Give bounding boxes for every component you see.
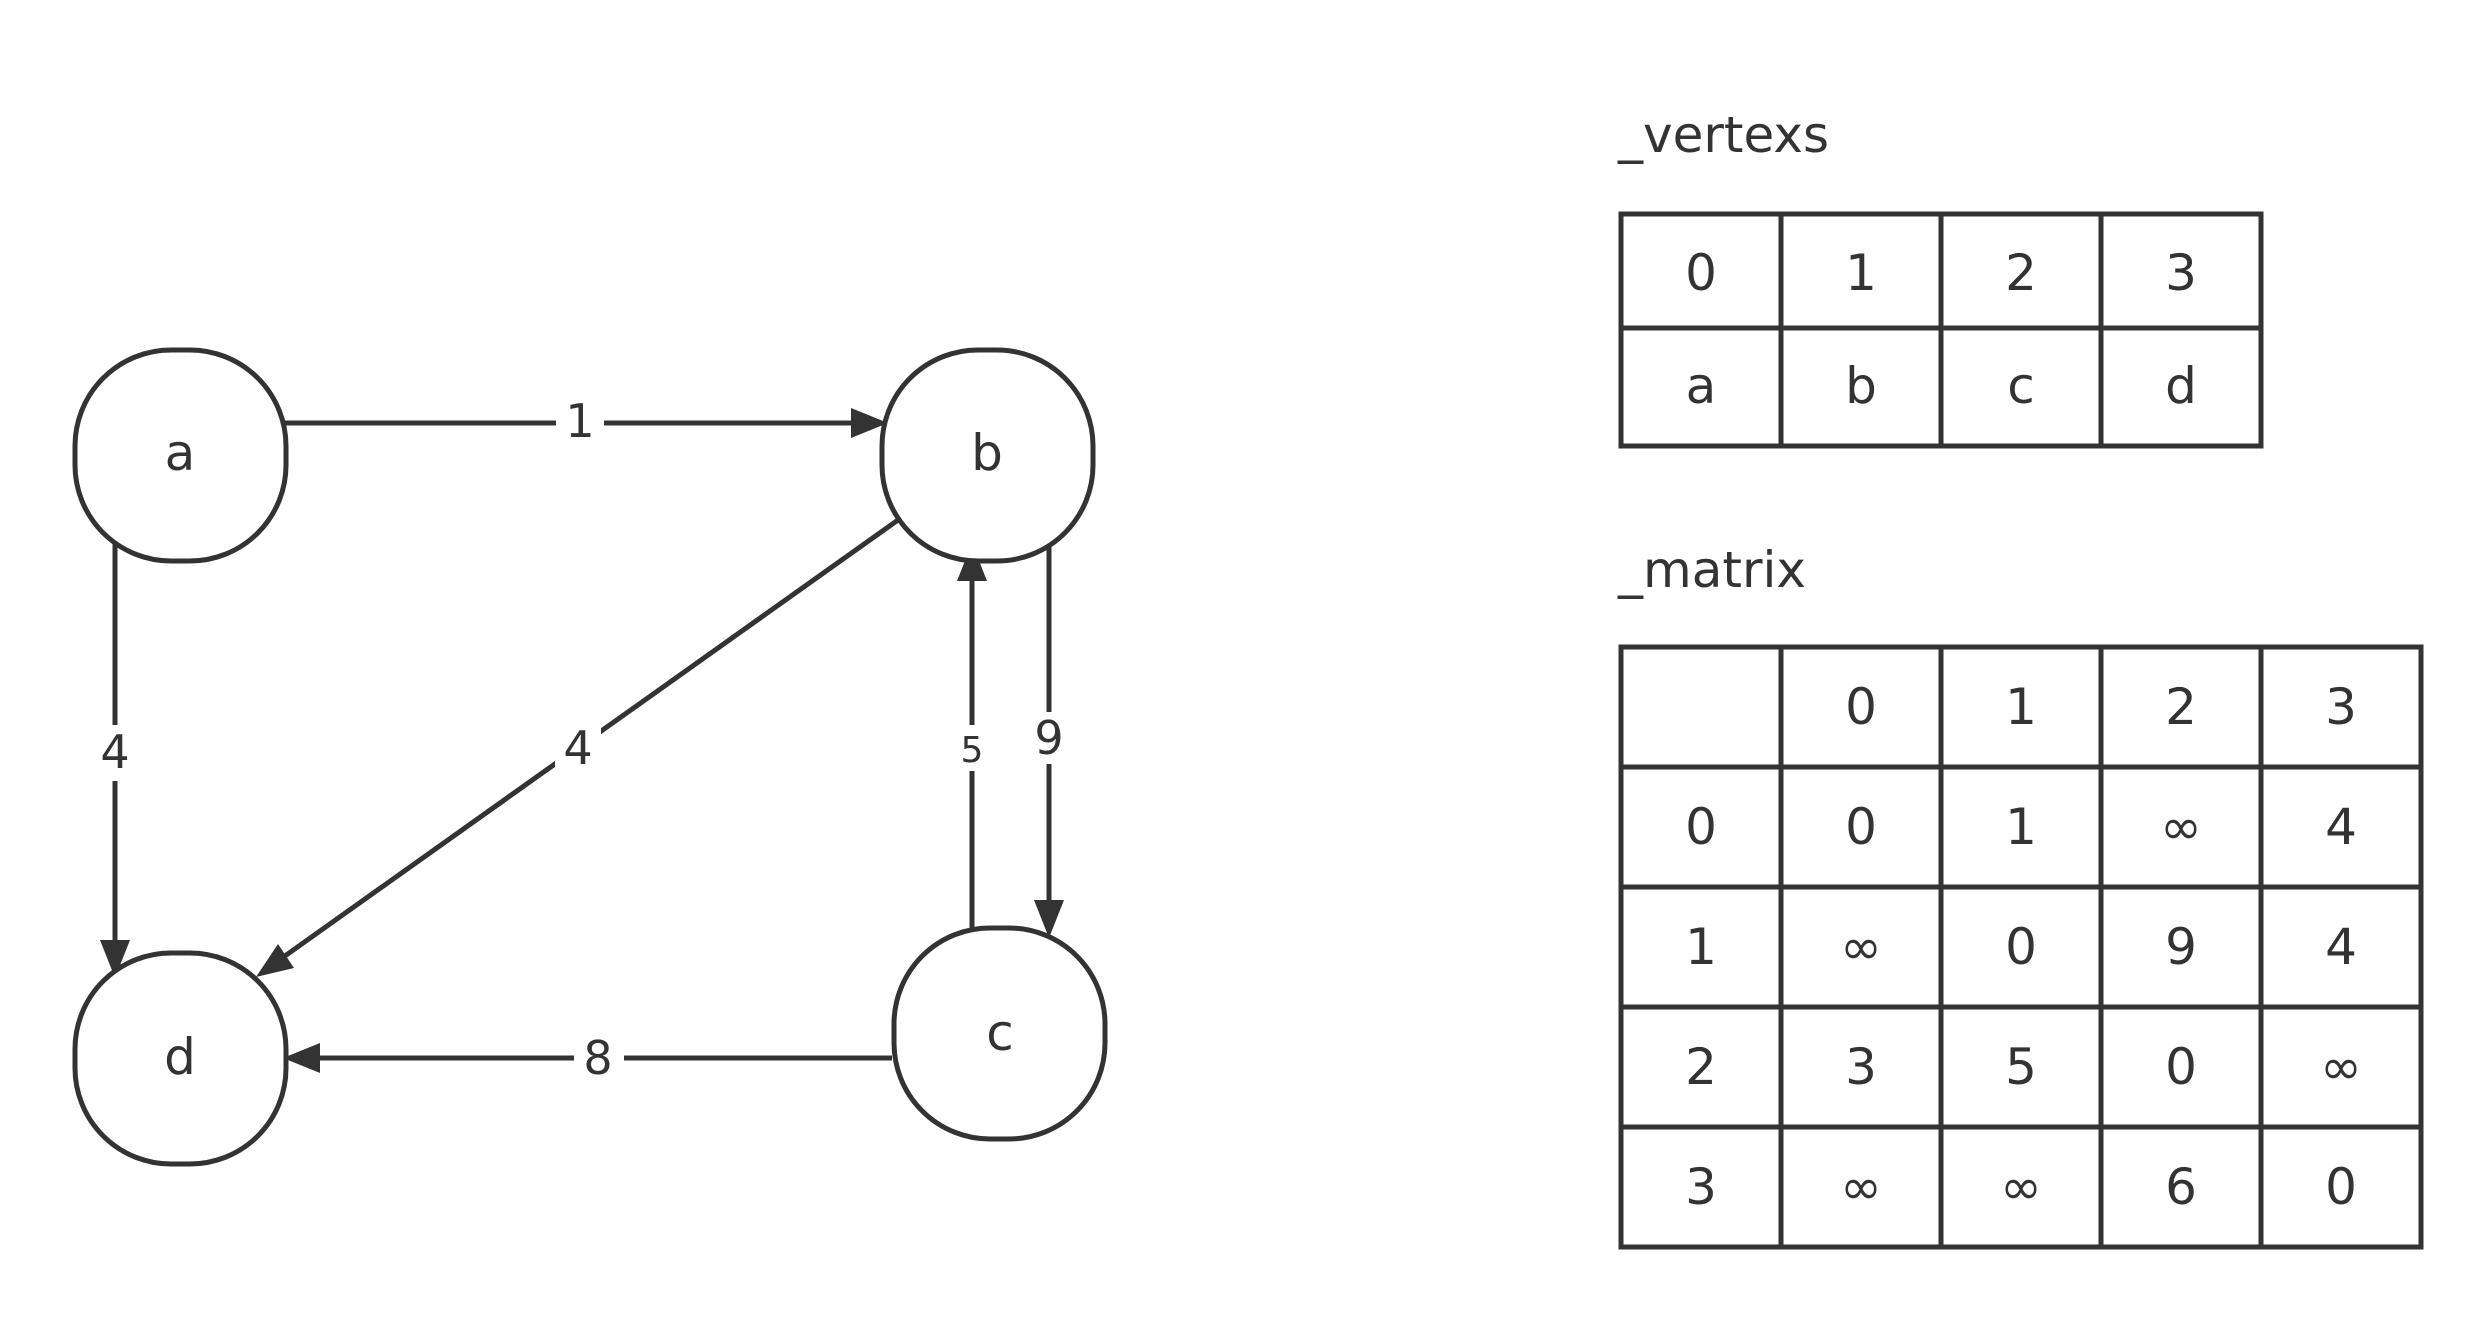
vertexs-table: 0 1 2 3 a b c d — [1618, 211, 2264, 449]
vertex-value-cell: d — [2165, 357, 2197, 415]
weight-b-d: 4 — [563, 721, 592, 775]
matrix-cell: ∞ — [1840, 1158, 1882, 1216]
matrix-title: _matrix — [1617, 541, 1806, 599]
matrix-table: 0 1 2 3 0 1 2 3 0 1 ∞ 4 ∞ 0 9 4 3 — [1618, 644, 2424, 1250]
matrix-cell: 1 — [2005, 798, 2037, 856]
vertex-index-cell: 3 — [2165, 244, 2197, 302]
vertex-value-cell: c — [2007, 357, 2035, 415]
node-c: c — [891, 925, 1108, 1142]
edge-weight-labels: 1 4 4 9 5 8 — [92, 394, 1072, 1085]
matrix-cell: 4 — [2325, 918, 2357, 976]
weight-c-b: 5 — [961, 730, 984, 771]
vertex-value-cell: b — [1845, 357, 1877, 415]
vertex-index-cell: 2 — [2005, 244, 2037, 302]
node-label: c — [986, 1004, 1014, 1062]
weight-c-d: 8 — [583, 1031, 612, 1085]
matrix-cell: 6 — [2165, 1158, 2197, 1216]
matrix-row-header: 2 — [1685, 1038, 1717, 1096]
matrix-cell: ∞ — [2160, 798, 2202, 856]
vertex-index-cell: 1 — [1845, 244, 1877, 302]
arrowhead-c-d — [283, 1043, 320, 1073]
matrix-cell: 4 — [2325, 798, 2357, 856]
matrix-col-header: 1 — [2005, 678, 2037, 736]
matrix-cell: 0 — [2165, 1038, 2197, 1096]
matrix-cell: 0 — [2005, 918, 2037, 976]
vertex-index-cell: 0 — [1685, 244, 1717, 302]
arrowhead-b-d — [256, 944, 294, 977]
arrowhead-a-d — [100, 940, 130, 978]
node-a: a — [72, 347, 289, 564]
node-label: d — [164, 1028, 196, 1086]
vertex-value-cell: a — [1686, 357, 1717, 415]
weight-a-b: 1 — [565, 394, 594, 448]
matrix-row-header: 0 — [1685, 798, 1717, 856]
matrix-cell: 9 — [2165, 918, 2197, 976]
node-b: b — [879, 347, 1096, 564]
matrix-col-header: 2 — [2165, 678, 2197, 736]
matrix-row-header: 3 — [1685, 1158, 1717, 1216]
arrowhead-b-c — [1034, 900, 1064, 938]
matrix-cell: ∞ — [2000, 1158, 2042, 1216]
matrix-section: _matrix 0 1 2 3 0 1 2 3 — [1617, 541, 2424, 1250]
weight-b-c: 9 — [1034, 711, 1063, 765]
matrix-cell: 5 — [2005, 1038, 2037, 1096]
matrix-cell: ∞ — [2320, 1038, 2362, 1096]
matrix-cell: 0 — [2325, 1158, 2357, 1216]
node-d: d — [72, 950, 289, 1167]
matrix-cell: 3 — [1845, 1038, 1877, 1096]
weight-a-d: 4 — [100, 725, 129, 779]
node-label: a — [165, 424, 196, 482]
graph-nodes: a b c d — [72, 347, 1108, 1167]
node-label: b — [971, 424, 1003, 482]
arrowhead-a-b — [851, 408, 888, 438]
vertexs-title: _vertexs — [1617, 106, 1829, 164]
matrix-cell: ∞ — [1840, 918, 1882, 976]
matrix-row-header: 1 — [1685, 918, 1717, 976]
matrix-col-header: 3 — [2325, 678, 2357, 736]
matrix-cell: 0 — [1845, 798, 1877, 856]
vertexs-section: _vertexs 0 1 2 3 a b c d — [1617, 106, 2264, 449]
matrix-col-header: 0 — [1845, 678, 1877, 736]
